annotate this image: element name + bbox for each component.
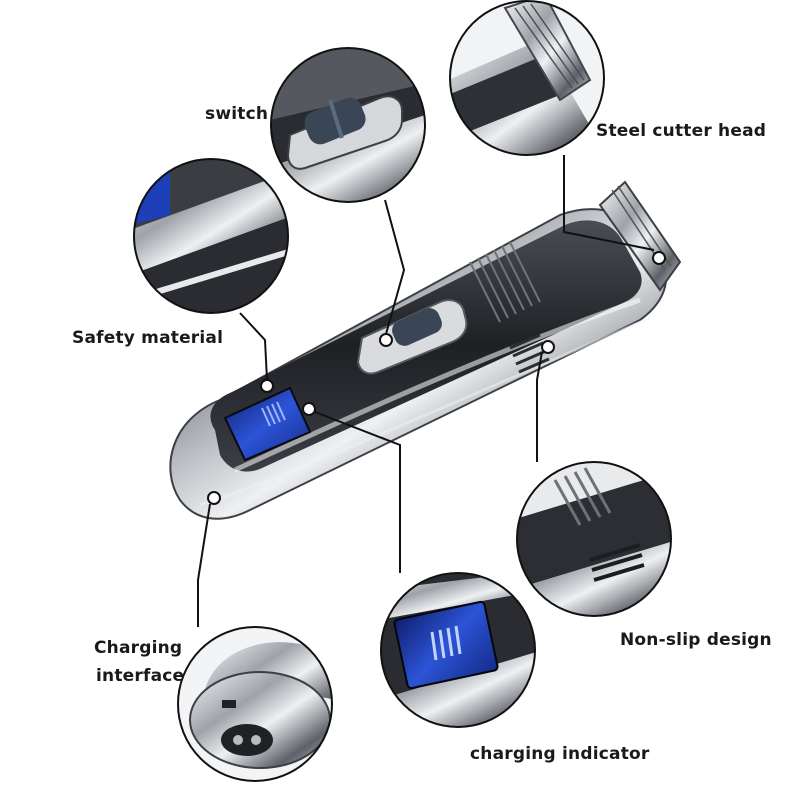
zoom-circle-switch — [270, 47, 426, 203]
callout-dots — [207, 251, 666, 505]
callout-lines — [197, 155, 655, 627]
line-steel-cutter-head — [563, 155, 655, 251]
trimmer-body — [169, 180, 682, 520]
dot-charging-indicator — [302, 402, 316, 416]
zoom-circle-steel-cutter-head — [449, 0, 605, 156]
zoom-circle-safety-material — [133, 158, 289, 314]
label-charging-interface-line2: interface — [96, 666, 185, 686]
zoom-circle-charging-interface — [177, 626, 333, 782]
line-charging-indicator — [314, 411, 401, 573]
zoom-circle-non-slip — [516, 461, 672, 617]
dot-safety-material — [260, 379, 274, 393]
line-non-slip — [536, 351, 543, 462]
label-charging-interface-line1: Charging — [94, 638, 183, 658]
line-charging-interface — [197, 503, 211, 627]
label-charging-indicator: charging indicator — [470, 744, 650, 764]
dot-non-slip — [541, 340, 555, 354]
zoom-circle-charging-indicator — [380, 572, 536, 728]
dot-steel-cutter-head — [652, 251, 666, 265]
label-steel-cutter-head: Steel cutter head — [596, 121, 767, 141]
dot-switch — [379, 333, 393, 347]
label-switch: switch — [205, 104, 269, 124]
label-safety-material: Safety material — [72, 328, 224, 348]
line-safety-material — [239, 312, 268, 381]
label-non-slip-design: Non-slip design — [620, 630, 772, 650]
line-switch — [384, 199, 406, 335]
dot-charging-interface — [207, 491, 221, 505]
